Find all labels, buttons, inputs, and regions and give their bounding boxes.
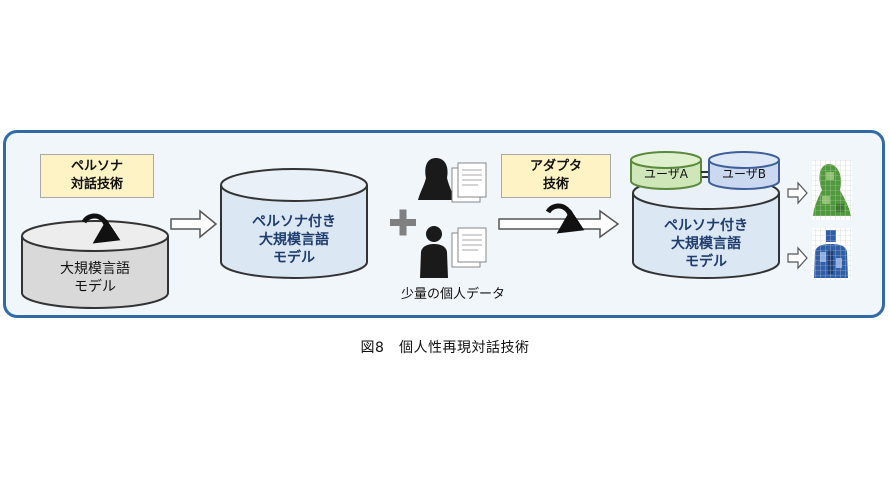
cycle-arrow-icon xyxy=(545,203,585,234)
persona-technique-label: ペルソナ 対話技術 xyxy=(40,154,154,198)
final-model-label: ペルソナ付き 大規模言語 モデル xyxy=(633,214,779,274)
base-model-line2: モデル xyxy=(74,279,116,295)
persona-technique-line1: ペルソナ xyxy=(70,159,123,174)
green-mosaic-image xyxy=(812,160,852,220)
arrow-right-icon xyxy=(787,181,808,205)
final-model-line3: モデル xyxy=(685,254,727,270)
user-a-cylinder xyxy=(630,151,702,190)
base-model-line1: 大規模言語 xyxy=(60,261,130,277)
persona-model-line3: モデル xyxy=(273,250,315,266)
document-icon xyxy=(451,162,487,203)
persona-model-cylinder xyxy=(220,168,368,279)
man-silhouette-icon xyxy=(420,226,448,278)
woman-silhouette-icon xyxy=(418,158,455,200)
user-a-label: ユーザA xyxy=(644,167,688,181)
adapter-technique-label: アダプタ 技術 xyxy=(501,154,611,198)
personal-data-label: 少量の個人データ xyxy=(400,287,505,302)
final-model-line2: 大規模言語 xyxy=(671,236,741,252)
persona-technique-line2: 対話技術 xyxy=(70,177,123,192)
persona-model-line2: 大規模言語 xyxy=(259,232,329,248)
adapter-technique-line2: 技術 xyxy=(542,177,569,192)
final-model-line1: ペルソナ付き xyxy=(664,218,748,234)
persona-model-line1: ペルソナ付き xyxy=(252,214,336,230)
user-b-cylinder xyxy=(708,151,780,190)
arrow-right-icon xyxy=(170,209,218,239)
figure-caption: 図8 個人性再現対話技術 xyxy=(360,340,530,356)
blue-mosaic-image xyxy=(812,228,852,280)
adapter-technique-line1: アダプタ xyxy=(529,159,582,174)
plus-icon xyxy=(390,209,416,236)
user-b-label: ユーザB xyxy=(722,167,766,181)
arrow-right-icon xyxy=(498,209,620,239)
document-icon xyxy=(451,227,487,268)
base-model-label: 大規模言語 モデル xyxy=(22,256,168,300)
persona-model-label: ペルソナ付き 大規模言語 モデル xyxy=(221,210,367,270)
arrow-right-icon xyxy=(787,246,808,270)
cycle-arrow-icon xyxy=(81,213,121,244)
